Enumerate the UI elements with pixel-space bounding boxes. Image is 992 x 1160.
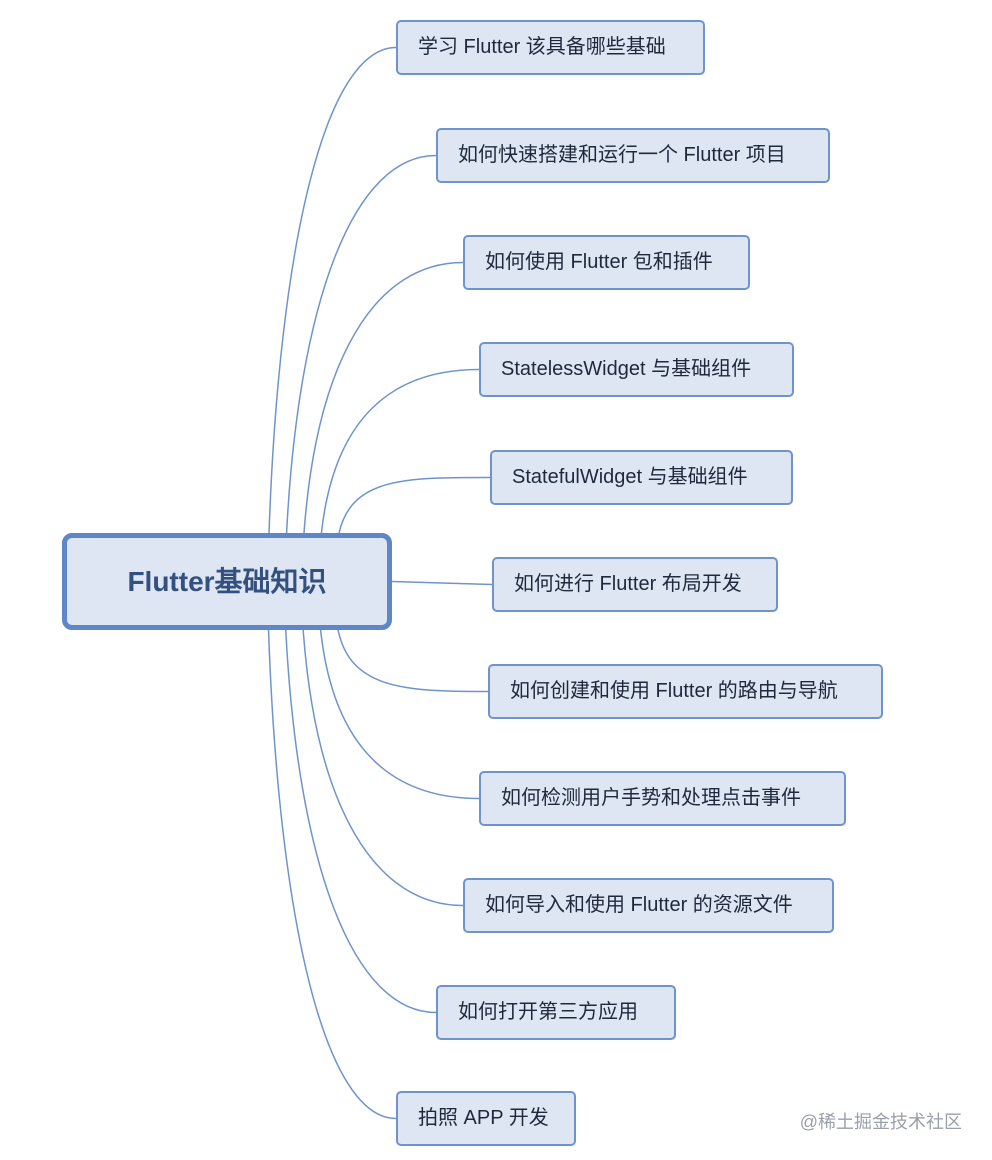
topic-node[interactable]: 如何导入和使用 Flutter 的资源文件 <box>463 878 834 933</box>
connector-line <box>338 476 491 535</box>
topic-node[interactable]: StatefulWidget 与基础组件 <box>490 450 793 505</box>
topic-node[interactable]: 学习 Flutter 该具备哪些基础 <box>396 20 705 75</box>
topic-node[interactable]: 如何使用 Flutter 包和插件 <box>463 235 750 290</box>
topic-node[interactable]: 如何快速搭建和运行一个 Flutter 项目 <box>436 128 830 183</box>
root-topic[interactable]: Flutter基础知识 <box>62 533 392 630</box>
connector-line <box>319 628 480 800</box>
connector-line <box>267 628 397 1120</box>
connector-line <box>284 628 437 1014</box>
connector-line <box>303 261 464 535</box>
topic-node[interactable]: 如何打开第三方应用 <box>436 985 676 1040</box>
connector-line <box>337 628 489 693</box>
watermark: @稀土掘金技术社区 <box>799 1112 962 1132</box>
topic-node[interactable]: StatelessWidget 与基础组件 <box>479 342 794 397</box>
topic-node[interactable]: 如何进行 Flutter 布局开发 <box>492 557 778 612</box>
connector-line <box>391 580 493 586</box>
connector-line <box>268 46 397 535</box>
topic-node[interactable]: 拍照 APP 开发 <box>396 1091 576 1146</box>
connector-line <box>302 628 464 907</box>
topic-node[interactable]: 如何创建和使用 Flutter 的路由与导航 <box>488 664 883 719</box>
connector-line <box>320 368 480 535</box>
connector-line <box>285 154 437 535</box>
topic-node[interactable]: 如何检测用户手势和处理点击事件 <box>479 771 846 826</box>
